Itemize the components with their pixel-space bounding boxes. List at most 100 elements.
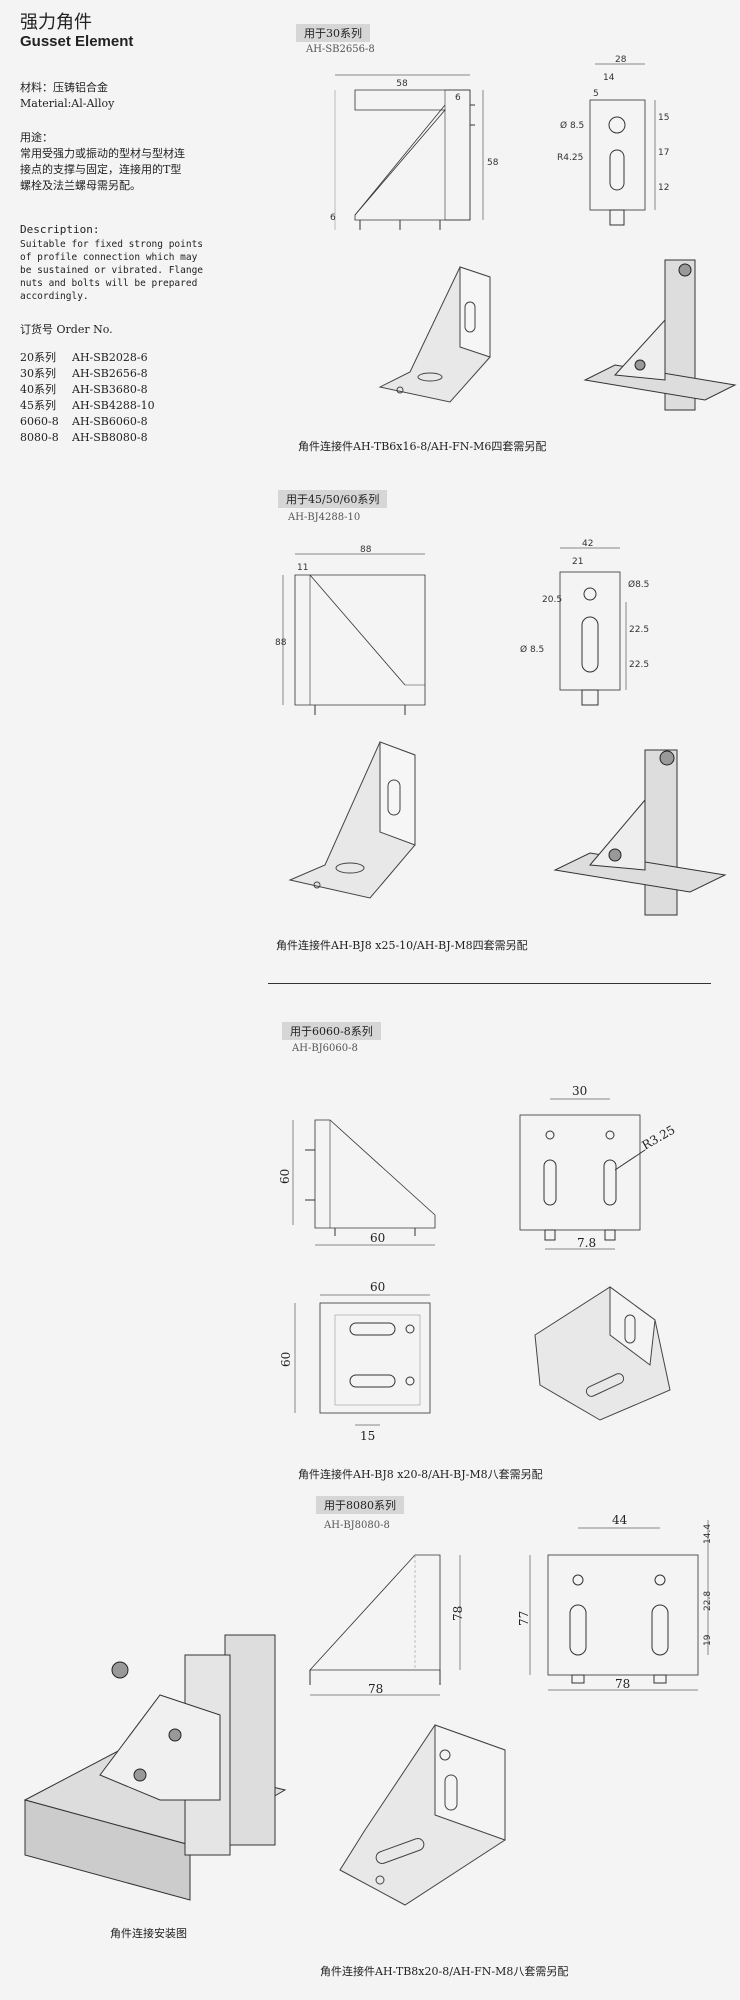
material-en: Material:Al-Alloy — [20, 97, 115, 110]
dim-label: 42 — [582, 539, 593, 549]
order-label: 订货号 Order No. — [20, 323, 113, 336]
order-code: AH-SB4288-10 — [72, 399, 155, 412]
front-view-drawing: 42 21 Ø8.5 Ø 8.5 20.5 22.5 22.5 — [520, 539, 649, 706]
side-view-drawing: 60 60 — [278, 1119, 436, 1246]
dim-label: 78 — [615, 1677, 630, 1691]
dim-label: 88 — [360, 545, 372, 555]
dim-label: 88 — [275, 638, 287, 648]
dim-label: 78 — [368, 1682, 383, 1696]
install-3d-image — [553, 749, 727, 916]
usage-line: 接点的支撑与固定，连接用的T型 — [20, 163, 182, 176]
install-caption: 角件连接安装图 — [110, 1927, 187, 1940]
gusset-3d-image — [378, 266, 491, 403]
usage-line: 常用受强力或振动的型材与型材连 — [20, 147, 185, 160]
top-view-drawing: 60 60 15 — [279, 1280, 431, 1443]
material-block: 材料：压铸铝合金 Material:Al-Alloy — [20, 80, 220, 112]
dim-label: 20.5 — [542, 595, 562, 605]
description-line: Suitable for fixed strong points — [20, 239, 204, 250]
section-code: AH-BJ4288-10 — [288, 512, 361, 523]
order-series: 45系列 — [20, 399, 56, 412]
gusset-3d-image — [534, 1286, 671, 1421]
side-view-drawing: 88 11 88 — [275, 545, 426, 715]
dim-label: 5 — [593, 89, 599, 99]
dim-label: 21 — [572, 557, 583, 567]
section-caption: 角件连接件AH-TB6x16-8/AH-FN-M6四套需另配 — [298, 440, 547, 453]
dim-label: 77 — [517, 1611, 531, 1626]
dim-label: 11 — [297, 563, 308, 573]
dim-label: 58 — [487, 158, 499, 168]
side-view-drawing: 58 6 58 6 — [330, 74, 499, 230]
section-tag: 用于30系列 — [296, 24, 370, 42]
section-tag: 用于45/50/60系列 — [278, 490, 388, 508]
description-label: Description: — [20, 223, 100, 236]
dim-label: R3.25 — [640, 1123, 678, 1153]
front-view-drawing: 28 14 5 Ø 8.5 R4.25 15 17 12 — [557, 55, 669, 226]
description-line: nuts and bolts will be prepared — [20, 278, 198, 289]
install-3d-image — [23, 1634, 287, 1901]
dim-label: 19 — [703, 1634, 713, 1646]
section-caption: 角件连接件AH-BJ8 x25-10/AH-BJ-M8四套需另配 — [276, 939, 528, 952]
dim-label: 60 — [370, 1231, 385, 1245]
section-divider — [268, 983, 711, 984]
order-series: 6060-8 — [20, 415, 59, 428]
dim-label: Ø8.5 — [628, 579, 649, 590]
order-row: 45系列 AH-SB4288-10 — [20, 398, 220, 414]
order-code: AH-SB2028-6 — [72, 351, 148, 364]
dim-label: 28 — [615, 55, 627, 65]
side-view-drawing: 78 78 — [309, 1554, 465, 1696]
gusset-3d-image — [339, 1724, 506, 1906]
section-code: AH-BJ6060-8 — [292, 1043, 358, 1054]
dim-label: 22.5 — [629, 625, 649, 635]
section-code: AH-SB2656-8 — [306, 44, 375, 55]
dim-label: 15 — [360, 1429, 375, 1443]
description-block: Description: Suitable for fixed strong p… — [20, 222, 220, 303]
usage-label: 用途： — [20, 131, 53, 144]
dim-label: 14.4 — [703, 1524, 713, 1544]
description-line: accordingly. — [20, 291, 89, 302]
front-view-drawing: 44 77 14.4 22.8 19 78 — [517, 1513, 713, 1691]
usage-line: 螺栓及法兰螺母需另配。 — [20, 179, 141, 192]
dim-label: 60 — [279, 1352, 293, 1367]
order-code: AH-SB2656-8 — [72, 367, 148, 380]
dim-label: 14 — [603, 73, 615, 83]
usage-block: 用途： 常用受强力或振动的型材与型材连 接点的支撑与固定，连接用的T型 螺栓及法… — [20, 130, 220, 194]
material-cn: 材料：压铸铝合金 — [20, 81, 108, 94]
order-row: 8080-8 AH-SB8080-8 — [20, 430, 220, 446]
dim-label: 15 — [658, 113, 669, 123]
dim-label: 44 — [612, 1513, 628, 1527]
dim-label: 6 — [455, 93, 461, 103]
description-line: be sustained or vibrated. Flange — [20, 265, 204, 276]
section-tag: 用于6060-8系列 — [282, 1022, 381, 1040]
front-view-drawing: 30 R3.25 7.8 — [519, 1084, 678, 1250]
dim-label: Ø 8.5 — [560, 120, 584, 131]
dim-label: 60 — [370, 1280, 385, 1294]
description-line: of profile connection which may — [20, 252, 198, 263]
order-row: 20系列 AH-SB2028-6 — [20, 350, 220, 366]
dim-label: 60 — [278, 1169, 292, 1184]
order-series: 8080-8 — [20, 431, 59, 444]
order-row: 40系列 AH-SB3680-8 — [20, 382, 220, 398]
section-code: AH-BJ8080-8 — [324, 1520, 390, 1531]
order-row: 6060-8 AH-SB6060-8 — [20, 414, 220, 430]
dim-label: 17 — [658, 148, 669, 158]
order-code: AH-SB3680-8 — [72, 383, 148, 396]
dim-label: 58 — [396, 79, 408, 89]
section-caption: 角件连接件AH-BJ8 x20-8/AH-BJ-M8八套需另配 — [298, 1468, 543, 1481]
page-title-en: Gusset Element — [20, 33, 134, 50]
page-title-cn: 强力角件 — [20, 12, 92, 33]
gusset-3d-image — [288, 741, 416, 899]
order-series: 40系列 — [20, 383, 56, 396]
section-caption: 角件连接件AH-TB8x20-8/AH-FN-M8八套需另配 — [320, 1965, 569, 1978]
dim-label: 6 — [330, 213, 336, 223]
dim-label: 12 — [658, 183, 669, 193]
dim-label: 30 — [572, 1084, 587, 1098]
dim-label: 7.8 — [577, 1236, 596, 1250]
section-tag: 用于8080系列 — [316, 1496, 404, 1514]
dim-label: R4.25 — [557, 153, 583, 163]
dim-label: 22.8 — [703, 1591, 713, 1611]
order-code: AH-SB8080-8 — [72, 431, 148, 444]
order-code: AH-SB6060-8 — [72, 415, 148, 428]
dim-label: 78 — [451, 1606, 465, 1621]
order-series: 20系列 — [20, 351, 56, 364]
